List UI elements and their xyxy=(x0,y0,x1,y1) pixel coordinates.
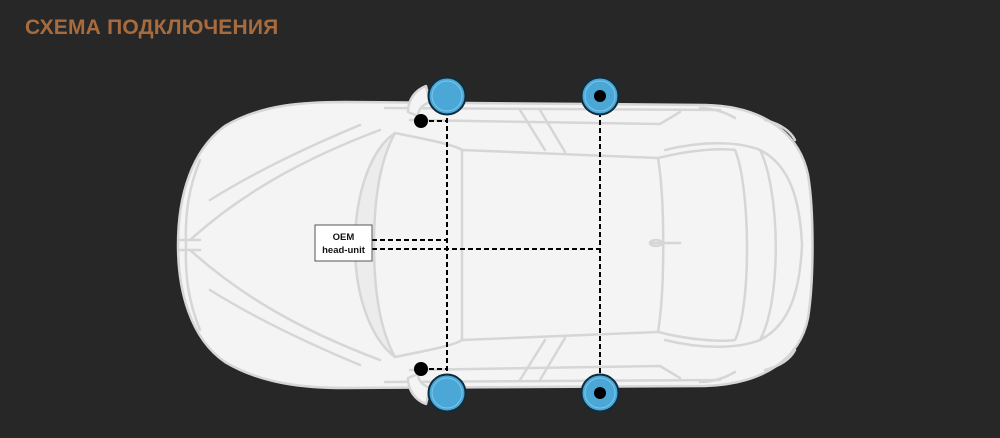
page-title: СХЕМА ПОДКЛЮЧЕНИЯ xyxy=(25,16,279,39)
tweeter-icon xyxy=(414,362,428,376)
roof xyxy=(460,148,665,342)
speaker-icon xyxy=(580,76,620,116)
head-unit-icon: OEM head-unit xyxy=(314,224,373,262)
car-top-view xyxy=(176,84,814,406)
head-unit-label-line1: OEM xyxy=(333,232,355,243)
windshield-inner xyxy=(393,131,464,359)
hood-crease-top xyxy=(188,128,382,242)
speaker-icon xyxy=(427,373,467,413)
tweeter-icon xyxy=(414,114,428,128)
speaker-icon xyxy=(427,76,467,116)
car-body-outline xyxy=(176,100,814,390)
rear-window xyxy=(656,148,749,342)
speaker-icon xyxy=(580,373,620,413)
hood-crease-bottom xyxy=(188,248,382,362)
head-unit-label-line2: head-unit xyxy=(322,245,366,256)
trunk-lid xyxy=(663,142,777,348)
head-unit-box xyxy=(314,224,373,262)
